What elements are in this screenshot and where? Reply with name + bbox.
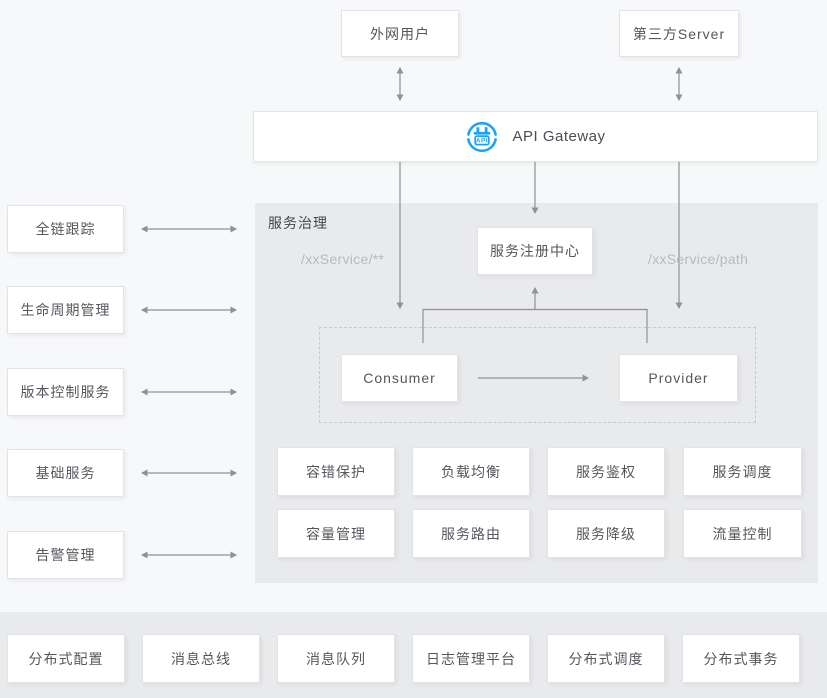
node-label: 服务降级 (576, 525, 636, 542)
node-consumer: Consumer (341, 354, 458, 402)
node-label: 外网用户 (370, 25, 430, 42)
node-label: 服务路由 (441, 525, 501, 542)
api-gateway-bar: API API Gateway (253, 111, 818, 162)
node-label: Consumer (363, 370, 436, 386)
node-label: 版本控制服务 (20, 384, 111, 400)
node-label: 服务鉴权 (576, 463, 636, 480)
node-traffic-control: 流量控制 (683, 509, 802, 558)
node-message-queue: 消息队列 (277, 634, 395, 683)
node-label: 服务调度 (712, 463, 773, 480)
api-gateway-icon: API (467, 121, 498, 152)
node-version-control-service: 版本控制服务 (7, 368, 124, 416)
node-fault-protection: 容错保护 (277, 447, 395, 496)
node-service-degradation: 服务降级 (547, 509, 665, 558)
node-alert-management: 告警管理 (7, 531, 124, 579)
node-label: 消息队列 (306, 650, 366, 667)
node-service-scheduling: 服务调度 (683, 447, 802, 496)
node-service-registry: 服务注册中心 (477, 227, 593, 275)
api-icon-label: API (476, 137, 488, 144)
node-label: 第三方Server (632, 25, 726, 42)
node-distributed-transaction: 分布式事务 (682, 634, 800, 683)
node-label: Provider (648, 370, 709, 386)
node-load-balancing: 负载均衡 (412, 447, 530, 496)
node-label: 分布式配置 (28, 650, 104, 667)
node-service-routing: 服务路由 (412, 509, 530, 558)
node-log-management-platform: 日志管理平台 (412, 634, 530, 683)
node-label: 服务注册中心 (490, 243, 580, 259)
node-label: 分布式事务 (703, 650, 779, 667)
node-label: 流量控制 (712, 525, 773, 542)
node-provider: Provider (619, 354, 738, 402)
node-basic-services: 基础服务 (7, 449, 124, 497)
node-label: 负载均衡 (441, 463, 501, 480)
bracket-consumer-provider (422, 308, 648, 343)
node-capacity-management: 容量管理 (277, 509, 395, 558)
node-label: 消息总线 (171, 650, 231, 667)
node-label: 基础服务 (35, 465, 96, 481)
node-external-user: 外网用户 (341, 10, 459, 57)
node-label: 容量管理 (306, 525, 366, 542)
node-service-auth: 服务鉴权 (547, 447, 665, 496)
node-distributed-config: 分布式配置 (7, 634, 125, 683)
node-full-link-tracing: 全链跟踪 (7, 205, 124, 253)
node-label: 分布式调度 (568, 650, 644, 667)
node-distributed-scheduling: 分布式调度 (547, 634, 665, 683)
route-label-right: /xxService/path (648, 251, 749, 267)
node-lifecycle-management: 生命周期管理 (7, 286, 124, 334)
node-label: 告警管理 (35, 547, 96, 563)
gateway-label: API Gateway (512, 128, 606, 145)
dashed-service-zone (319, 327, 756, 423)
node-label: 容错保护 (306, 463, 366, 480)
node-label: 全链跟踪 (35, 221, 96, 237)
node-message-bus: 消息总线 (142, 634, 260, 683)
node-third-party-server: 第三方Server (619, 10, 739, 57)
route-label-left: /xxService/** (301, 251, 385, 267)
node-label: 日志管理平台 (426, 650, 516, 667)
panel-title-service-governance: 服务治理 (268, 215, 328, 231)
node-label: 生命周期管理 (20, 302, 111, 318)
